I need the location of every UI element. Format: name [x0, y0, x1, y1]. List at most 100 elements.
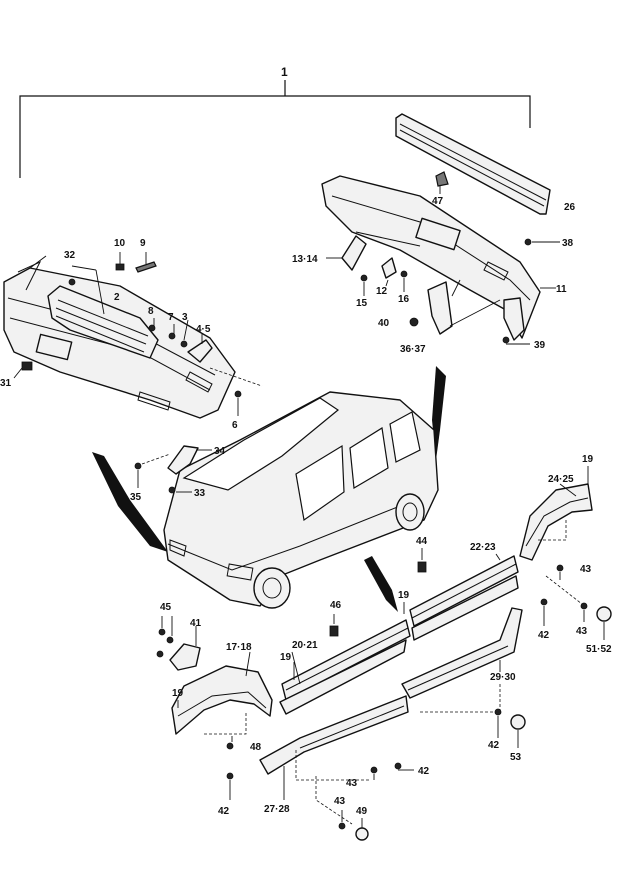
cap-49: [355, 827, 369, 841]
callout-42-front: 42: [218, 806, 230, 817]
screw-16: [400, 270, 408, 278]
clip-46: [329, 625, 339, 637]
clip-10: [115, 263, 125, 271]
callout-29-30: 29·30: [490, 672, 516, 683]
callout-10: 10: [114, 238, 126, 249]
callout-26: 26: [564, 202, 576, 213]
nut-40: [409, 317, 419, 327]
screw-35: [134, 462, 142, 470]
callout-20-21: 20·21: [292, 640, 318, 651]
bolt-6: [234, 390, 242, 398]
callout-11: 11: [556, 284, 567, 295]
callout-35: 35: [130, 492, 142, 503]
license-plate-recess: [35, 333, 73, 361]
orientation-swooshes: [92, 366, 446, 612]
callout-labels: 1 2 3 4·5 6 7 8 9 10 11 12 13·14 15 16 1…: [0, 65, 612, 817]
clip-45c: [156, 650, 164, 658]
callout-46: 46: [330, 600, 342, 611]
bracket-12: [381, 257, 397, 279]
callout-43-rear-cap: 43: [576, 626, 588, 637]
callout-36-37: 36·37: [400, 344, 426, 355]
front-door-window: [295, 444, 345, 522]
screw-7: [168, 332, 176, 340]
front-wheel: [253, 567, 291, 609]
callout-1: 1: [281, 65, 288, 79]
callout-9: 9: [140, 238, 146, 249]
bracket-13-14: [341, 235, 367, 271]
rear-door-window: [349, 427, 389, 489]
callout-32: 32: [64, 250, 76, 261]
bolt-42c: [394, 762, 402, 770]
callout-22-23: 22·23: [470, 542, 496, 553]
rear-garnish: [395, 113, 551, 215]
bolt-42d: [226, 772, 234, 780]
rear-bumper: [321, 175, 541, 341]
clip-9: [135, 261, 157, 273]
screw-43b: [580, 602, 588, 610]
cap-51-52: [596, 606, 612, 622]
front-grille: [47, 285, 159, 359]
callout-42-rear: 42: [538, 630, 550, 641]
callout-49: 49: [356, 806, 368, 817]
clip-45a: [158, 628, 166, 636]
callout-12: 12: [376, 286, 388, 297]
callout-15: 15: [356, 298, 368, 309]
bolt-33: [168, 486, 176, 494]
screw-43d: [338, 822, 346, 830]
callout-43-sill: 43: [346, 778, 358, 789]
clip-48: [226, 742, 234, 750]
clip-32: [68, 278, 76, 286]
callout-4-5: 4·5: [196, 324, 211, 335]
clip-44: [417, 561, 427, 573]
nut-3: [180, 340, 188, 348]
callout-33: 33: [194, 488, 206, 499]
callout-44: 44: [416, 536, 428, 547]
bolt-39: [502, 336, 510, 344]
front-fender-bracket: [134, 445, 212, 494]
callout-13-14: 13·14: [292, 254, 318, 265]
front-wheel-arch-molding: [171, 665, 273, 750]
clip-31: [21, 361, 33, 371]
front-bumper-fasteners: [13, 252, 263, 416]
callout-53: 53: [510, 752, 522, 763]
bolt-42b: [494, 708, 502, 716]
callout-7: 7: [168, 312, 174, 323]
callout-17-18: 17·18: [226, 642, 252, 653]
screw-43a: [556, 564, 564, 572]
screw-43c: [370, 766, 378, 774]
callout-8: 8: [148, 306, 154, 317]
callout-42-sill-rear: 42: [488, 740, 500, 751]
callout-24-25: 24·25: [548, 474, 574, 485]
clip-45b: [166, 636, 174, 644]
callout-19-front-arch: 19: [172, 688, 184, 699]
rear-bumper-fasteners: [326, 171, 560, 345]
mud-flap-bracket: [156, 616, 201, 671]
callout-6: 6: [232, 420, 238, 431]
callout-2: 2: [114, 292, 120, 303]
callout-19-rear-arch: 19: [582, 454, 594, 465]
assembly-bracket: [19, 80, 531, 178]
bolt-38: [524, 238, 532, 246]
rear-door-molding: [409, 555, 519, 641]
callout-38: 38: [562, 238, 574, 249]
callout-43-front-cap: 43: [334, 796, 346, 807]
car-body: [163, 391, 439, 609]
callout-16: 16: [398, 294, 410, 305]
rear-wheel: [395, 493, 425, 531]
front-side-sill: [259, 695, 409, 825]
quarter-window: [389, 411, 421, 463]
callout-42-sill-front: 42: [418, 766, 430, 777]
callout-41: 41: [190, 618, 202, 629]
callout-27-28: 27·28: [264, 804, 290, 815]
screw-8: [148, 324, 156, 332]
bolt-42a: [540, 598, 548, 606]
windshield: [182, 397, 340, 491]
callout-45: 45: [160, 602, 172, 613]
bracket-4-5: [187, 339, 213, 363]
callout-19-front-door: 19: [280, 652, 292, 663]
bracket-36-37: [427, 281, 453, 335]
callout-39: 39: [534, 340, 546, 351]
callout-43-rear-arch: 43: [580, 564, 592, 575]
clip-47: [435, 171, 449, 187]
